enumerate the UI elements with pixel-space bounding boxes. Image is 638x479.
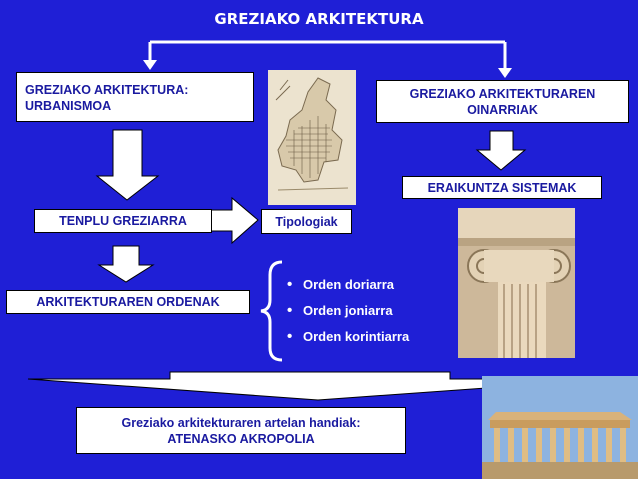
down-arrow-3 xyxy=(97,245,155,283)
oinarriak-line2: OINARRIAK xyxy=(467,103,538,117)
city-plan-image xyxy=(268,70,356,205)
urbanismoa-line2: URBANISMOA xyxy=(25,99,112,113)
curly-brace xyxy=(260,260,283,362)
oinarriak-box: GREZIAKO ARKITEKTURAREN OINARRIAK xyxy=(376,80,629,123)
urbanismoa-line1: GREZIAKO ARKITEKTURA: xyxy=(25,83,189,97)
tipologiak-box: Tipologiak xyxy=(261,209,352,234)
order-item: Orden joniarra xyxy=(287,302,409,329)
ionic-column-image xyxy=(458,208,575,358)
right-arrow xyxy=(210,196,259,245)
down-arrow-1 xyxy=(95,129,160,201)
oinarriak-line1: GREZIAKO ARKITEKTURAREN xyxy=(409,87,596,101)
ordenak-box: ARKITEKTURAREN ORDENAK xyxy=(6,290,250,314)
page-title: GREZIAKO ARKITEKTURA xyxy=(214,10,424,28)
eraikuntza-box: ERAIKUNTZA SISTEMAK xyxy=(402,176,602,199)
orders-list: Orden doriarra Orden joniarra Orden kori… xyxy=(287,276,409,355)
wide-down-arrow xyxy=(27,371,613,401)
order-item: Orden korintiarra xyxy=(287,328,409,355)
order-item: Orden doriarra xyxy=(287,276,409,303)
urbanismoa-box: GREZIAKO ARKITEKTURA: URBANISMOA xyxy=(16,72,254,122)
down-arrow-2 xyxy=(475,130,527,171)
akropolia-box: Greziako arkitekturaren artelan handiak:… xyxy=(76,407,406,454)
akropolia-line1: Greziako arkitekturaren artelan handiak: xyxy=(121,416,361,430)
tenplu-box: TENPLU GREZIARRA xyxy=(34,209,212,233)
parthenon-image xyxy=(482,376,638,479)
akropolia-line2: ATENASKO AKROPOLIA xyxy=(167,432,315,446)
